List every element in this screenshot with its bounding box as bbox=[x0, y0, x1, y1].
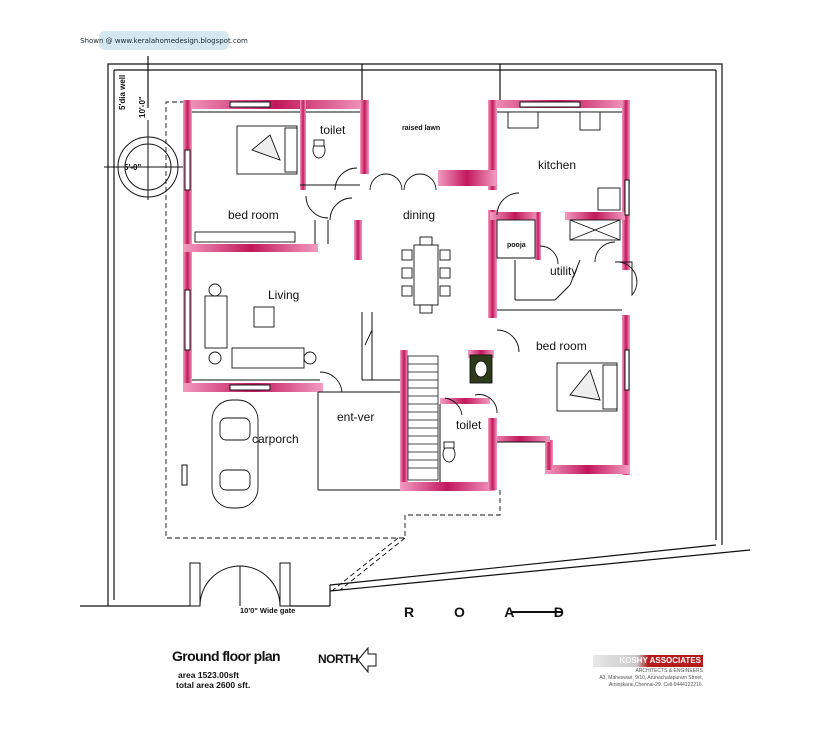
label-toilet-top: toilet bbox=[320, 123, 346, 137]
label-bed-room-left: bed room bbox=[228, 208, 279, 222]
north-arrow-icon bbox=[357, 646, 377, 674]
plan-title: Ground floor plan bbox=[172, 648, 281, 664]
north-label: NORTH bbox=[318, 652, 359, 666]
architect-tagline: ARCHITECTS & ENGINEERS bbox=[635, 668, 703, 674]
label-kitchen: kitchen bbox=[538, 158, 577, 172]
plan-total-area: total area 2600 sft. bbox=[176, 680, 251, 690]
door-swings bbox=[305, 167, 638, 416]
architect-logo: KOSHY ASSOCIATES ARCHITECTS & ENGINEERS … bbox=[593, 655, 703, 688]
plot-boundary bbox=[80, 56, 751, 607]
label-pooja: pooja bbox=[507, 242, 526, 249]
label-carporch: carporch bbox=[252, 432, 299, 446]
label-raised-lawn: raised lawn bbox=[402, 125, 441, 132]
label-gate: 10'0" Wide gate bbox=[240, 606, 296, 615]
source-badge: Shown @ www.keralahomedesign.blogspot.co… bbox=[80, 31, 248, 50]
windows bbox=[181, 101, 630, 486]
architect-address-2: Aminjikarai,Chennai-29. Cell-9444122216. bbox=[609, 682, 703, 688]
label-utility: utility bbox=[550, 264, 578, 278]
furniture bbox=[194, 111, 621, 509]
label-dim-vertical: 10'-0" bbox=[138, 96, 147, 118]
label-living: Living bbox=[268, 288, 300, 302]
label-toilet-bottom: toilet bbox=[456, 418, 482, 432]
architect-name: KOSHY ASSOCIATES bbox=[619, 656, 701, 665]
label-ent-ver: ent-ver bbox=[337, 410, 375, 424]
label-bed-room-right: bed room bbox=[536, 339, 587, 353]
label-dim-horizontal: 5'-0" bbox=[124, 163, 142, 172]
well bbox=[104, 120, 192, 200]
label-dia-well: 5'dia well bbox=[118, 74, 127, 110]
label-dining: dining bbox=[403, 208, 436, 222]
dashed-outline bbox=[165, 101, 501, 591]
gate bbox=[189, 562, 291, 607]
architect-address-1: A3, Maheswari, 9/10, Arunachalapuram Str… bbox=[599, 675, 703, 681]
staircase bbox=[407, 355, 439, 481]
road-label: R O A D bbox=[404, 604, 582, 620]
plan-area: area 1523.00sft bbox=[178, 670, 239, 680]
